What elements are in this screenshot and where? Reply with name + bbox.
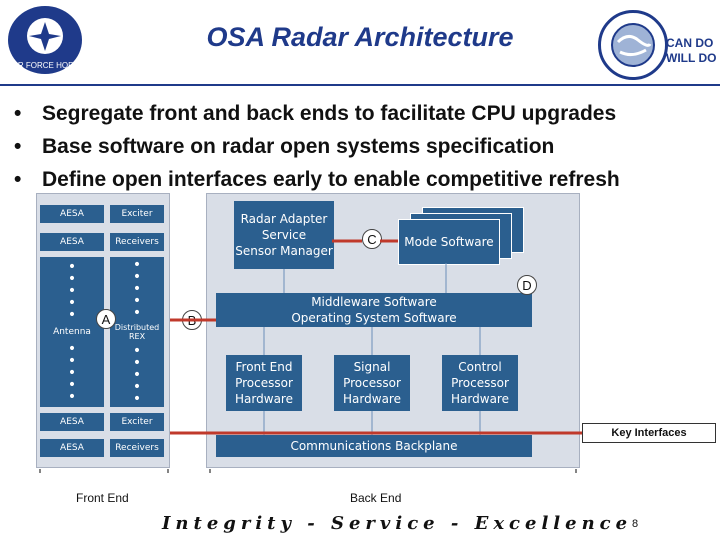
air-force-logo: AIR FORCE HQRC [8, 6, 82, 74]
ellipsis-dots: ••••• [132, 343, 142, 407]
back-end-label: Back End [350, 491, 402, 505]
radar-adapter-box: Radar Adapter Service Sensor Manager [234, 201, 334, 269]
antenna-column: ••••• Antenna ••••• [40, 257, 104, 407]
aesa-box: AESA [40, 205, 104, 223]
title-divider [0, 84, 720, 86]
page-title: OSA Radar Architecture [206, 22, 514, 52]
ellipsis-dots: ••••• [67, 341, 77, 405]
front-end-hw-box: Front End Processor Hardware [226, 355, 302, 411]
distributed-rex-label: Distributed REX [114, 323, 160, 341]
backplane-box: Communications Backplane [216, 435, 532, 457]
os-software-label: Operating System Software [291, 311, 457, 325]
key-interfaces-legend: Key Interfaces [582, 423, 716, 443]
radar-adapter-label: Radar Adapter Service [240, 212, 328, 242]
rex-column: ••••• Distributed REX ••••• [110, 257, 164, 407]
ellipsis-dots: ••••• [67, 259, 77, 323]
exciter-box: Exciter [110, 205, 164, 223]
antenna-label: Antenna [53, 327, 91, 337]
globe-seal-icon [598, 10, 668, 80]
control-hw-box: Control Processor Hardware [442, 355, 518, 411]
middleware-box: Middleware Software Operating System Sof… [216, 293, 532, 327]
interface-c-marker: C [362, 229, 382, 249]
key-interfaces-label: Key Interfaces [611, 427, 687, 439]
footer-motto: Integrity - Service - Excellence [162, 513, 633, 534]
interface-a-marker: A [96, 309, 116, 329]
bullet-item: •Segregate front and back ends to facili… [14, 102, 617, 125]
middleware-label: Middleware Software [311, 295, 437, 309]
exciter-box: Exciter [110, 413, 164, 431]
sensor-manager-label: Sensor Manager [235, 244, 333, 258]
page-number: 8 [632, 518, 639, 530]
aesa-box: AESA [40, 233, 104, 251]
interface-d-marker: D [517, 275, 537, 295]
receivers-box: Receivers [110, 439, 164, 457]
svg-text:AIR FORCE HQRC: AIR FORCE HQRC [10, 61, 80, 70]
mode-software-box: Mode Software [398, 219, 500, 265]
bullet-item: •Define open interfaces early to enable … [14, 168, 620, 191]
ellipsis-dots: ••••• [132, 257, 142, 321]
front-end-label: Front End [76, 491, 129, 505]
can-do-slogan: CAN DO WILL DO [666, 36, 717, 65]
architecture-diagram: AESA Exciter AESA Receivers ••••• Antenn… [36, 193, 720, 505]
receivers-box: Receivers [110, 233, 164, 251]
bullet-item: •Base software on radar open systems spe… [14, 135, 555, 158]
air-force-emblem-icon: AIR FORCE HQRC [10, 18, 80, 70]
aesa-box: AESA [40, 413, 104, 431]
aesa-box: AESA [40, 439, 104, 457]
signal-hw-box: Signal Processor Hardware [334, 355, 410, 411]
bullet-list: •Segregate front and back ends to facili… [14, 100, 620, 199]
